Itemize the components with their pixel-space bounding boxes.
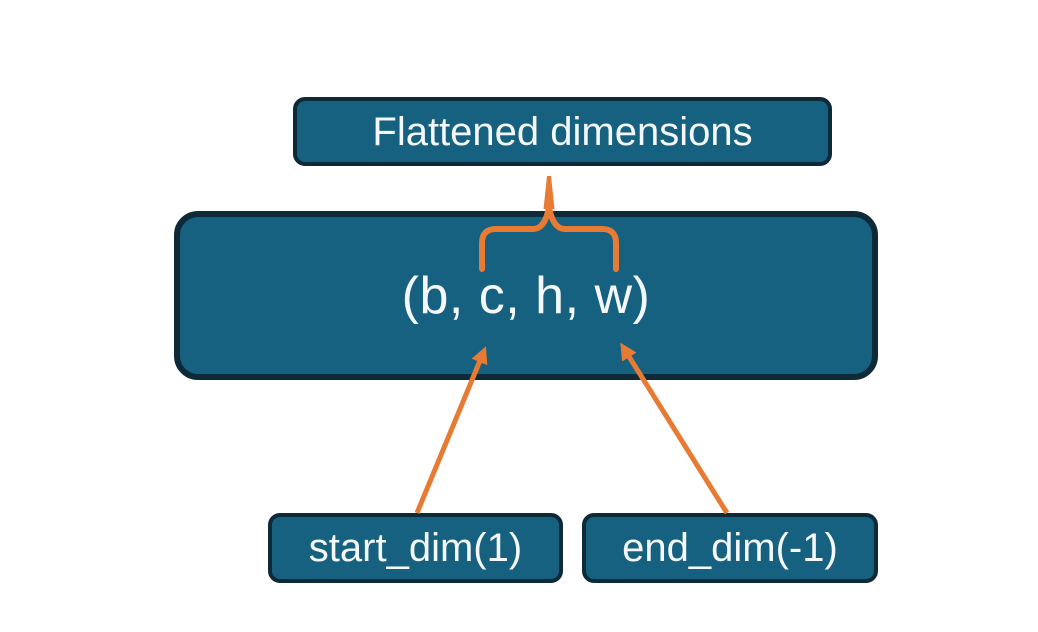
- flattened-dimensions-label: Flattened dimensions: [372, 109, 753, 154]
- node-start-dim: start_dim(1): [268, 513, 563, 583]
- brace-stem-connector-icon: [543, 176, 555, 209]
- start-dim-label: start_dim(1): [308, 526, 523, 570]
- end-dim-label: end_dim(-1): [622, 526, 838, 570]
- node-flattened-dimensions: Flattened dimensions: [293, 97, 832, 166]
- tensor-shape-label: (b, c, h, w): [401, 266, 651, 325]
- node-end-dim: end_dim(-1): [582, 513, 878, 583]
- node-tensor-shape: (b, c, h, w): [174, 211, 878, 380]
